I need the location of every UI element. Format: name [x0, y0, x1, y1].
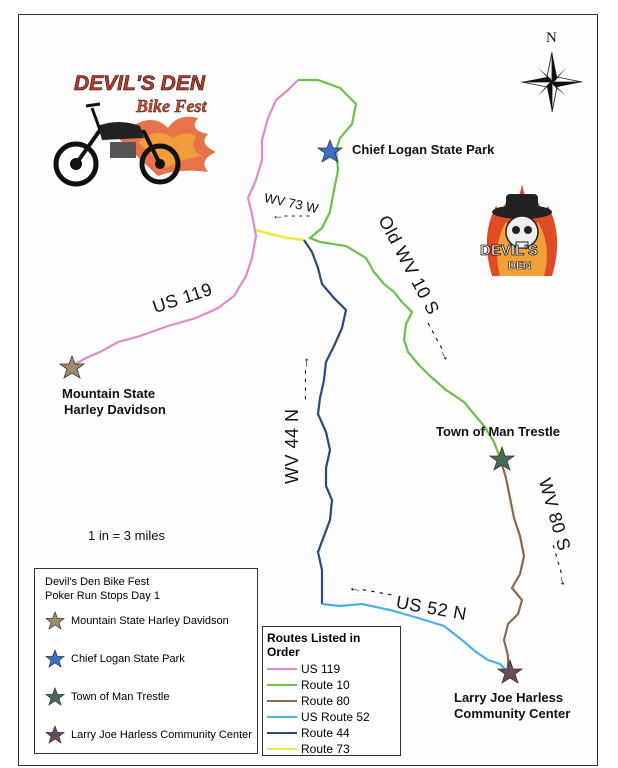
- star-icon: [45, 687, 65, 706]
- skull-logo-title: DEVIL'S: [480, 242, 539, 260]
- devils-den-bike-fest-logo: DEVIL'S DEN Bike Fest: [48, 68, 228, 188]
- compass-north-label: N: [546, 30, 557, 46]
- route-legend-item: Route 73: [263, 741, 400, 757]
- route-legend-item: Route 44: [263, 725, 400, 741]
- route-legend-label: Route 44: [301, 726, 350, 740]
- route-legend-item: US Route 52: [263, 709, 400, 725]
- star-chief-logan: [316, 138, 344, 163]
- legend-item: Mountain State Harley Davidson: [45, 611, 229, 631]
- stop-label-larry-joe-2: Community Center: [454, 706, 571, 721]
- route-us52: [321, 602, 509, 673]
- route-legend-item: Route 80: [263, 693, 400, 709]
- route-44: [303, 239, 348, 604]
- route-80: [498, 457, 526, 672]
- devils-den-skull-logo: DEVIL'S DEN: [472, 176, 572, 288]
- route-legend-label: Route 10: [301, 678, 350, 692]
- route-legend-label: US 119: [301, 662, 341, 676]
- star-larry-joe: [496, 658, 524, 684]
- wv44-direction-arrow: - - - -→: [296, 355, 312, 400]
- wv73-direction-arrow: ←- - - -: [272, 208, 310, 222]
- star-icon: [45, 649, 65, 668]
- stop-label-town-of-man: Town of Man Trestle: [436, 424, 560, 439]
- stop-label-mountain-state-2: Harley Davidson: [64, 402, 166, 417]
- map-scale: 1 in = 3 miles: [88, 528, 165, 543]
- skull-icon: [486, 184, 558, 276]
- motorcycle-icon: [53, 102, 216, 187]
- stops-legend: Devil's Den Bike Fest Poker Run Stops Da…: [34, 568, 258, 754]
- legend-title-2: Poker Run Stops Day 1: [45, 590, 160, 602]
- legend-item-label: Town of Man Trestle: [71, 691, 170, 703]
- route-10: [298, 78, 502, 459]
- legend-item: Town of Man Trestle: [45, 687, 169, 707]
- star-town-of-man: [488, 445, 516, 471]
- routes-legend-title: Routes Listed in Order: [267, 631, 361, 659]
- logo-title: DEVIL'S DEN: [74, 72, 206, 96]
- legend-item-label: Larry Joe Harless Community Center: [71, 729, 252, 741]
- legend-item-label: Chief Logan State Park: [71, 653, 185, 665]
- stop-label-larry-joe-1: Larry Joe Harless: [454, 690, 564, 705]
- legend-item-label: Mountain State Harley Davidson: [71, 615, 229, 627]
- compass-icon: [521, 51, 583, 113]
- legend-title-1: Devil's Den Bike Fest: [45, 576, 150, 588]
- route-legend-item: Route 10: [263, 677, 400, 693]
- route-legend-label: Route 80: [301, 694, 350, 708]
- legend-item: Chief Logan State Park: [45, 649, 185, 669]
- stop-label-mountain-state-1: Mountain State: [62, 386, 156, 401]
- route-legend-label: Route 73: [301, 742, 350, 756]
- road-label-wv44: WV 44 N: [282, 408, 302, 484]
- route-legend-item: US 119: [263, 661, 400, 677]
- logo-subtitle: Bike Fest: [136, 96, 207, 116]
- route-73: [255, 228, 305, 242]
- star-mountain-state: [58, 354, 86, 379]
- routes-legend: Routes Listed in Order US 119 Route 10 R…: [262, 626, 401, 756]
- route-legend-label: US Route 52: [301, 710, 370, 724]
- route-us119: [71, 79, 299, 367]
- star-icon: [45, 611, 65, 630]
- legend-item: Larry Joe Harless Community Center: [45, 725, 252, 745]
- stop-label-chief-logan: Chief Logan State Park: [352, 142, 495, 157]
- star-icon: [45, 725, 65, 744]
- skull-logo-subtitle: DEN: [508, 260, 532, 273]
